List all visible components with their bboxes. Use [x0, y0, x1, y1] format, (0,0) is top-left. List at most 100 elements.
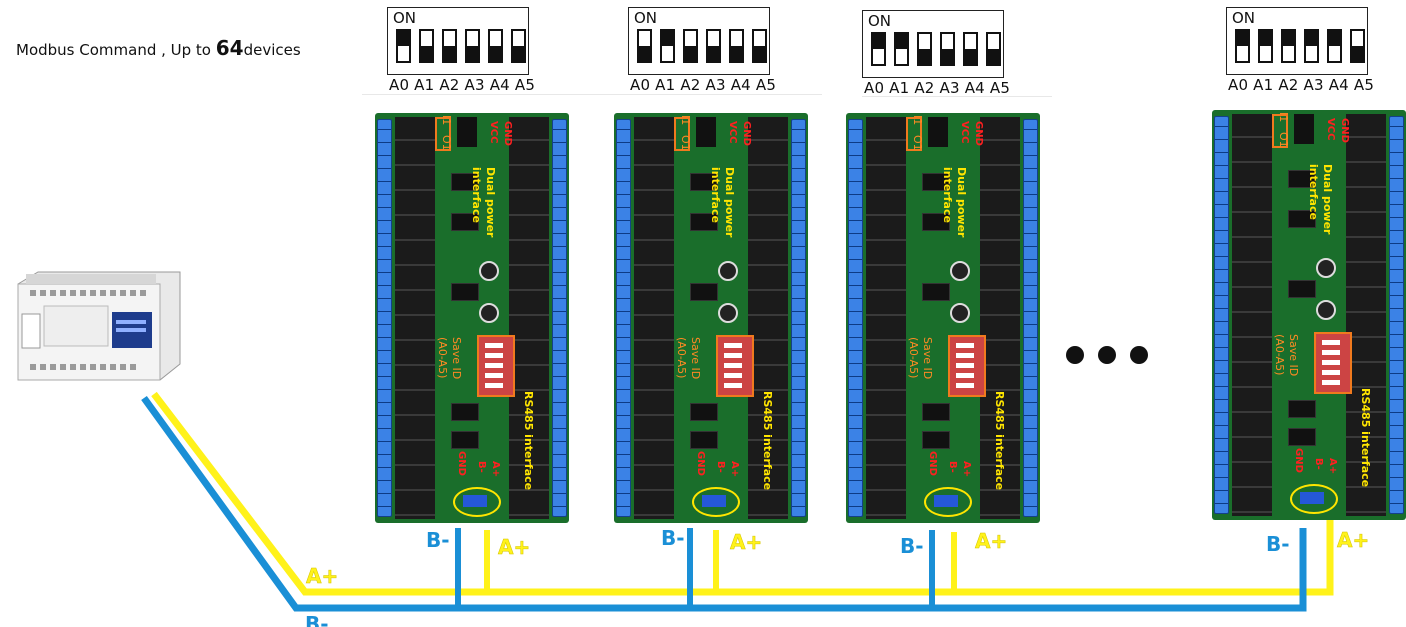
title-prefix: Modbus Command , Up to — [16, 41, 216, 59]
power-jack-icon — [928, 117, 948, 147]
dip-switch-knob — [1352, 46, 1363, 61]
ic-chip-icon — [1288, 280, 1316, 298]
dip-address-labels: A0 A1 A2 A3 A4 A5 — [1228, 76, 1375, 94]
pin-b-label: B- — [1313, 458, 1324, 470]
dip-switch[interactable] — [1258, 29, 1273, 63]
output-label: O1 — [911, 135, 924, 151]
divider — [362, 94, 822, 95]
terminal-block-left — [848, 119, 863, 517]
dip-switch-panel: ON — [1226, 7, 1368, 75]
dip-switch[interactable] — [986, 32, 1001, 66]
dip-switch[interactable] — [894, 32, 909, 66]
bus-b-label: B- — [1266, 532, 1290, 556]
bus-b-label: B- — [305, 612, 329, 627]
dip-switch[interactable] — [1235, 29, 1250, 63]
dip-switch[interactable] — [1350, 29, 1365, 63]
dip-switch-knob — [467, 46, 478, 61]
save-id-label: Save ID — [689, 337, 702, 380]
bus-a-label: A+ — [306, 564, 339, 589]
dip-switch-knob — [919, 49, 930, 64]
output-label: O1 — [1277, 132, 1290, 148]
rs485-highlight-ring — [1290, 484, 1338, 514]
dip-switch[interactable] — [940, 32, 955, 66]
addr-range-label: (A0-A5) — [675, 337, 688, 379]
dip-switch[interactable] — [706, 29, 721, 63]
dip-switch-knob — [444, 46, 455, 61]
dip-switch[interactable] — [396, 29, 411, 63]
rs485-label: RS485 interface — [993, 391, 1006, 491]
dip-switch[interactable] — [1327, 29, 1342, 63]
pin-b-label: B- — [947, 461, 958, 473]
plc-controller-icon — [17, 271, 181, 381]
rs485-highlight-ring — [453, 487, 501, 517]
dip-switch[interactable] — [871, 32, 886, 66]
gnd-label: GND — [502, 121, 513, 146]
ic-chip-icon — [451, 173, 479, 191]
dip-slot-icon — [485, 363, 503, 368]
dip-switch-panel: ON — [387, 7, 529, 75]
dip-switch[interactable] — [660, 29, 675, 63]
dip-switch[interactable] — [729, 29, 744, 63]
dip-slot-icon — [485, 373, 503, 378]
interface-label: interface — [709, 167, 722, 223]
capacitor-icon — [950, 261, 970, 281]
dip-slot-icon — [485, 383, 503, 388]
relay-column-left — [1232, 114, 1272, 516]
dip-on-label: ON — [634, 9, 658, 27]
relay-column-right — [1346, 114, 1386, 516]
dip-switch-knob — [731, 46, 742, 61]
dip-switch-knob — [1283, 31, 1294, 46]
addr-range-label: (A0-A5) — [436, 337, 449, 379]
onboard-dip-switch — [1314, 332, 1352, 394]
pin-a-label: A+ — [1327, 458, 1338, 475]
dip-switch[interactable] — [963, 32, 978, 66]
dip-slot-icon — [956, 363, 974, 368]
dip-switch[interactable] — [637, 29, 652, 63]
dip-slot-icon — [724, 373, 742, 378]
ic-chip-icon — [922, 283, 950, 301]
bus-b-label: B- — [661, 526, 685, 550]
ic-chip-icon — [1288, 170, 1316, 188]
rs485-highlight-ring — [692, 487, 740, 517]
dip-switch[interactable] — [511, 29, 526, 63]
dip-switch[interactable] — [465, 29, 480, 63]
dip-switch[interactable] — [488, 29, 503, 63]
dip-switch-panel: ON — [862, 10, 1004, 78]
terminal-block-left — [377, 119, 392, 517]
capacitor-icon — [479, 261, 499, 281]
output-label: O1 — [440, 135, 453, 151]
dip-switch[interactable] — [1281, 29, 1296, 63]
dip-switch[interactable] — [683, 29, 698, 63]
relay-column-left — [395, 117, 435, 519]
relay-column-left — [634, 117, 674, 519]
ic-chip-icon — [690, 213, 718, 231]
dip-switch[interactable] — [419, 29, 434, 63]
dip-slot-icon — [724, 343, 742, 348]
divider — [862, 96, 1052, 97]
bus-a-label: A+ — [730, 530, 763, 555]
dip-switch-knob — [398, 31, 409, 46]
dip-switch[interactable] — [752, 29, 767, 63]
dip-slot-icon — [724, 363, 742, 368]
gnd-label: GND — [973, 121, 984, 146]
dip-switch-knob — [873, 34, 884, 49]
dip-slot-icon — [956, 353, 974, 358]
io-highlight — [906, 117, 922, 151]
ic-chip-icon — [922, 213, 950, 231]
ic-chip-icon — [690, 173, 718, 191]
dip-switch[interactable] — [442, 29, 457, 63]
dip-switch[interactable] — [917, 32, 932, 66]
vcc-label: VCC — [488, 121, 499, 144]
io-highlight — [1272, 114, 1288, 148]
dip-switch-knob — [754, 46, 765, 61]
ellipsis-dots-icon — [1066, 346, 1148, 364]
bus-a-label: A+ — [498, 535, 531, 560]
dip-switch-knob — [1237, 31, 1248, 46]
vcc-label: VCC — [1325, 118, 1336, 141]
input-label: I1 — [679, 115, 692, 126]
dip-slot-icon — [724, 353, 742, 358]
dip-switch[interactable] — [1304, 29, 1319, 63]
input-label: I1 — [911, 115, 924, 126]
vcc-label: VCC — [959, 121, 970, 144]
